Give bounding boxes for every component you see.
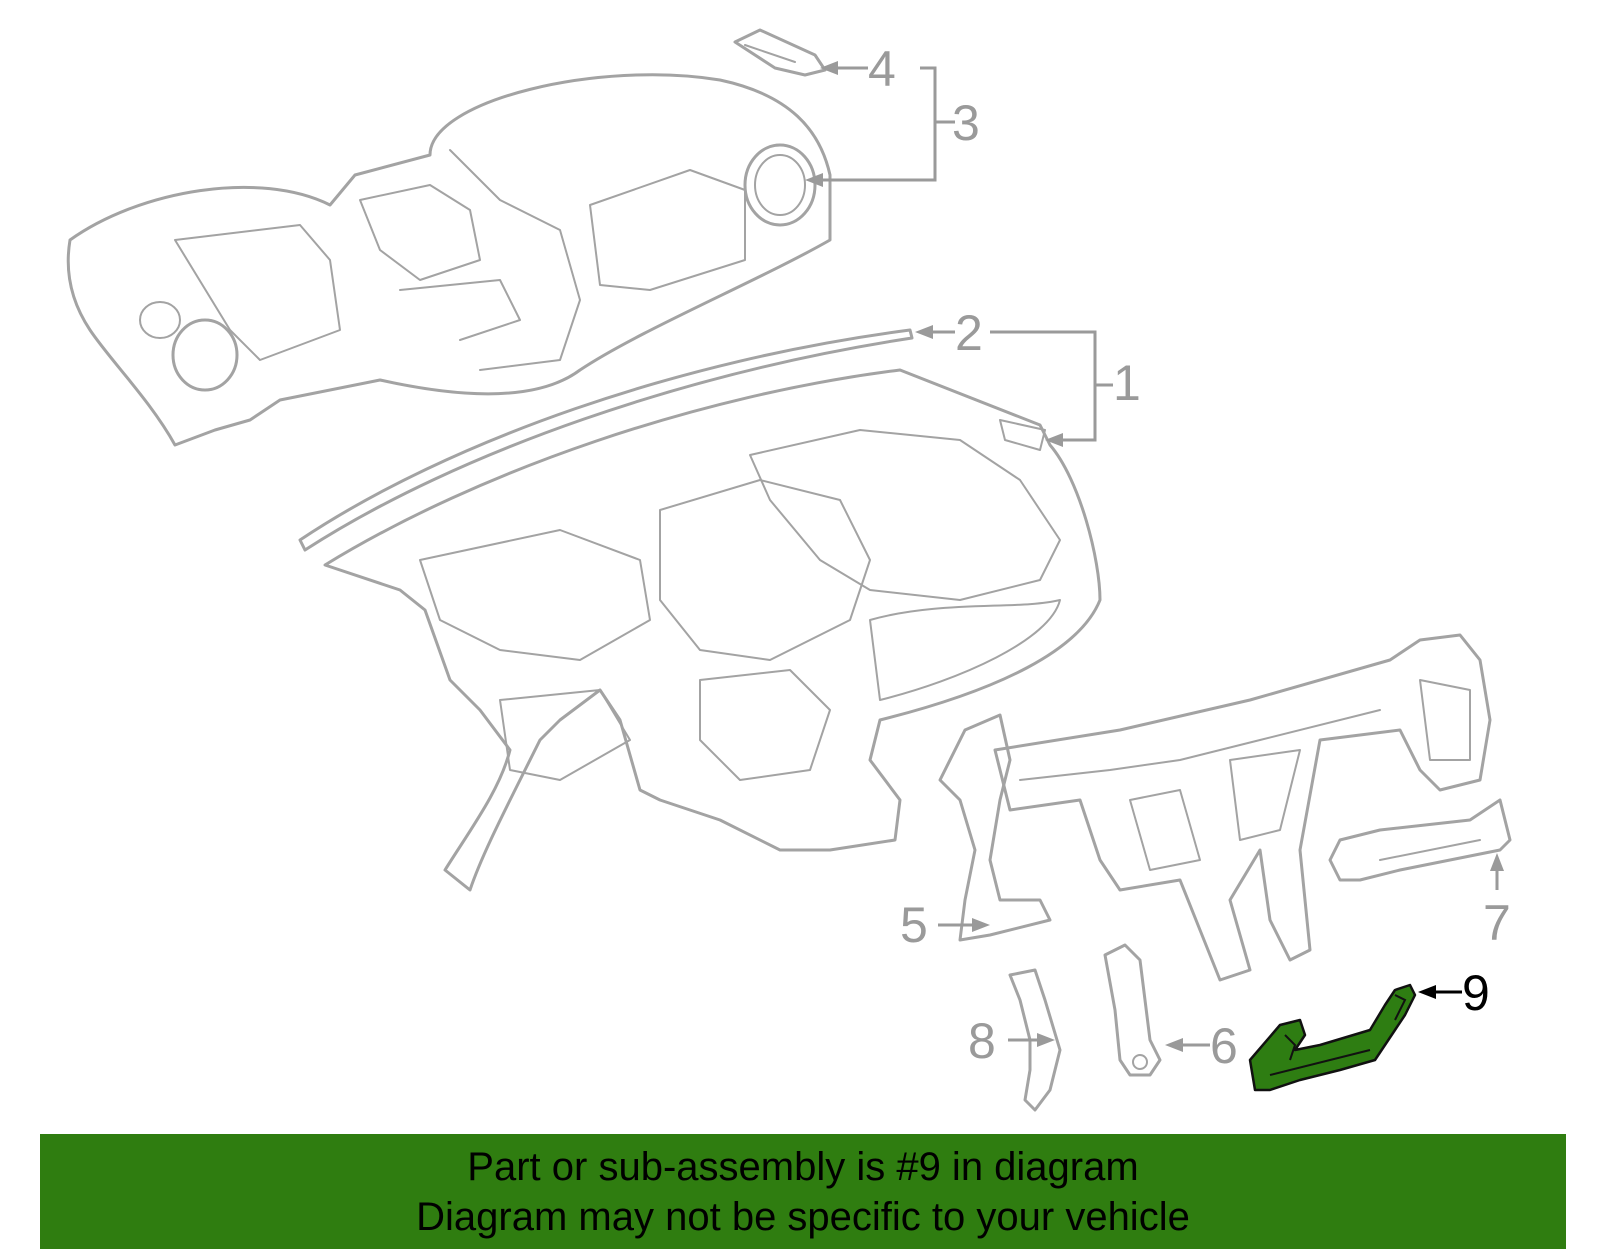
callout-6: 6 [1210, 1018, 1238, 1074]
part-7-brace [1328, 798, 1512, 882]
callout-5: 5 [900, 897, 928, 953]
part-4-vent-cover [733, 28, 827, 77]
callout-1: 1 [1113, 355, 1141, 411]
callout-8: 8 [968, 1013, 996, 1069]
part-1-instrument-panel [323, 368, 1102, 892]
cross-car-beam [993, 633, 1492, 982]
part-2-defroster-strip [298, 328, 914, 552]
part-3-upper-trim-panel [66, 73, 832, 447]
part-9-support-bar-highlighted [1248, 983, 1417, 1092]
part-6-bracket [1103, 943, 1162, 1077]
callout-9: 9 [1462, 965, 1490, 1021]
callout-4: 4 [868, 41, 896, 97]
callout-2: 2 [955, 305, 983, 361]
leader-lines [805, 61, 1504, 1052]
banner-line-disclaimer: Diagram may not be specific to your vehi… [416, 1195, 1190, 1239]
callout-7: 7 [1483, 895, 1511, 951]
part-8-trim [1008, 968, 1062, 1112]
banner-line-part-number: Part or sub-assembly is #9 in diagram [467, 1145, 1139, 1189]
callout-labels: 1 2 3 4 5 6 7 8 9 [868, 41, 1511, 1074]
info-banner: Part or sub-assembly is #9 in diagram Di… [40, 1134, 1566, 1249]
part-5-bracket [938, 713, 1052, 942]
callout-3: 3 [952, 95, 980, 151]
